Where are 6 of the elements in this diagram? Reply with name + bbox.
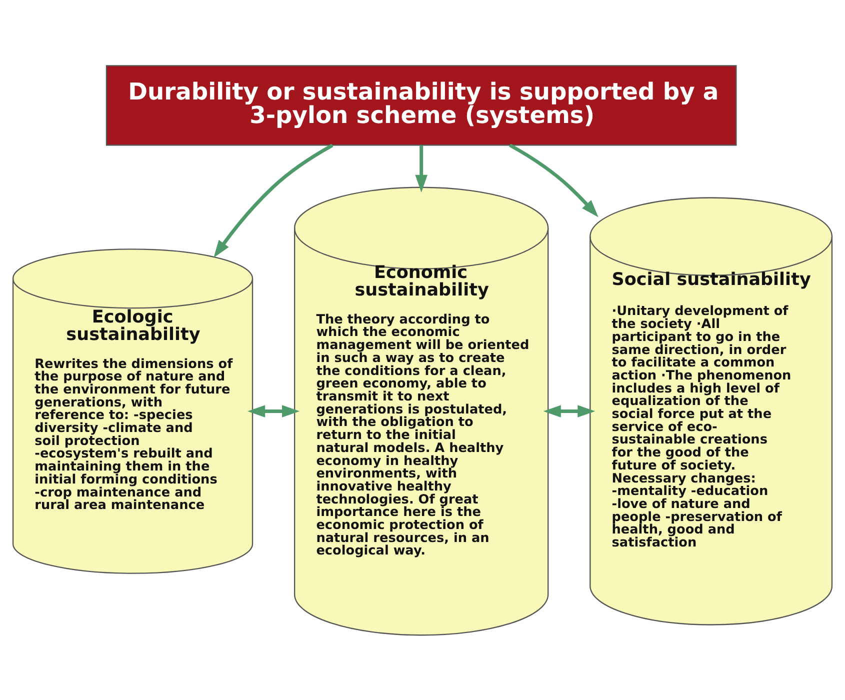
arrow bbox=[214, 143, 334, 258]
arrow bbox=[415, 144, 428, 192]
arrow bbox=[508, 143, 598, 217]
arrow bbox=[248, 404, 300, 417]
node-box: Durability or sustainability is supported by a 3-pylon scheme (systems) bbox=[106, 64, 737, 146]
arrow bbox=[543, 404, 596, 417]
